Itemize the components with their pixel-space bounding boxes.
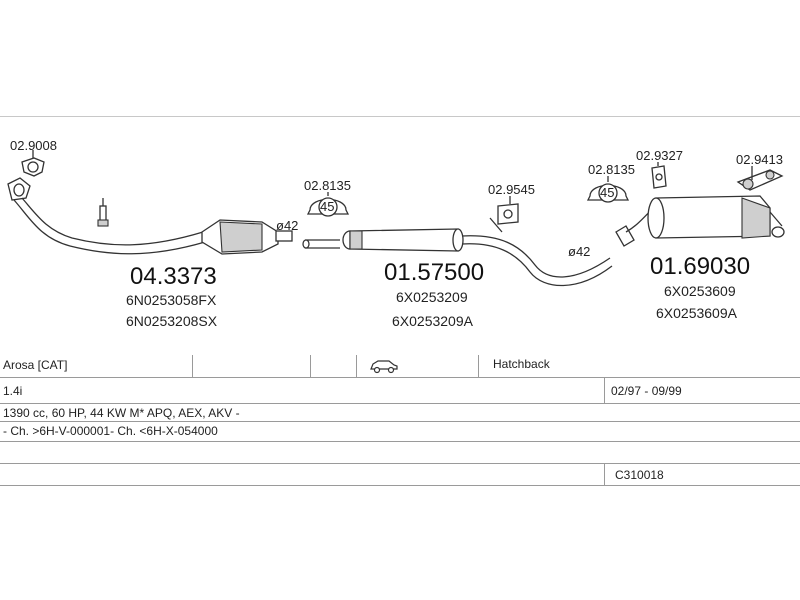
part-number-label: 02.9413 bbox=[736, 152, 783, 167]
diameter-label: ø42 bbox=[568, 244, 590, 259]
part-number-label: 02.9545 bbox=[488, 182, 535, 197]
part-number-label: 02.8135 bbox=[304, 178, 351, 193]
top-divider bbox=[0, 116, 800, 117]
clamp-icon: 45 bbox=[306, 197, 350, 217]
part-number-label: 02.9327 bbox=[636, 148, 683, 163]
part-number-label: 02.9008 bbox=[10, 138, 57, 153]
chassis-range: - Ch. >6H-V-000001- Ch. <6H-X-054000 bbox=[3, 424, 218, 438]
table-row: Arosa [CAT] Hatchback bbox=[0, 355, 800, 378]
hanger-icon bbox=[489, 203, 519, 233]
gasket-icon bbox=[21, 157, 45, 177]
table-row: C310018 bbox=[0, 463, 800, 486]
oem-reference: 6N0253208SX bbox=[126, 313, 218, 329]
reference-code: C310018 bbox=[615, 468, 664, 482]
body-type: Hatchback bbox=[493, 357, 550, 371]
part-code: 01.57500 bbox=[384, 259, 484, 286]
middle-silencer bbox=[302, 203, 613, 287]
oem-reference: 6X0253209 bbox=[396, 289, 468, 305]
engine: 1.4i bbox=[3, 384, 23, 398]
oem-reference: 6X0253609A bbox=[656, 305, 738, 321]
car-icon bbox=[366, 358, 399, 380]
oem-reference: 6N0253058FX bbox=[126, 292, 217, 308]
production-period: 02/97 - 09/99 bbox=[611, 384, 682, 398]
engine-details: 1390 cc, 60 HP, 44 KW M* APQ, AEX, AKV - bbox=[3, 406, 240, 420]
part-code: 01.69030 bbox=[650, 253, 750, 280]
table-row: 1390 cc, 60 HP, 44 KW M* APQ, AEX, AKV - bbox=[0, 403, 800, 422]
vehicle-model: Arosa [CAT] bbox=[3, 358, 68, 372]
bolt-kit-icon bbox=[736, 169, 784, 191]
oem-reference: 6X0253209A bbox=[392, 313, 474, 329]
diameter-label: ø42 bbox=[276, 218, 298, 233]
rear-silencer bbox=[615, 165, 785, 247]
front-pipe-catalyst bbox=[7, 157, 293, 255]
part-number-label: 02.8135 bbox=[588, 162, 635, 177]
oem-reference: 6X0253609 bbox=[664, 283, 736, 299]
clamp-icon: 45 bbox=[586, 183, 630, 203]
rubber-mount-icon bbox=[651, 165, 667, 189]
table-row: 1.4i 02/97 - 09/99 bbox=[0, 377, 800, 404]
clamp-size-label: 45 bbox=[320, 199, 334, 214]
part-code: 04.3373 bbox=[130, 263, 217, 290]
table-row bbox=[0, 441, 800, 464]
lambda-sensor-icon bbox=[97, 198, 109, 227]
table-row: - Ch. >6H-V-000001- Ch. <6H-X-054000 bbox=[0, 421, 800, 442]
catalytic-converter-icon bbox=[201, 219, 293, 255]
clamp-size-label: 45 bbox=[600, 185, 614, 200]
exhaust-diagram: 45 45 02.9008 02.8135 02.9545 02.8135 02… bbox=[7, 138, 785, 329]
flange-icon bbox=[7, 177, 31, 201]
